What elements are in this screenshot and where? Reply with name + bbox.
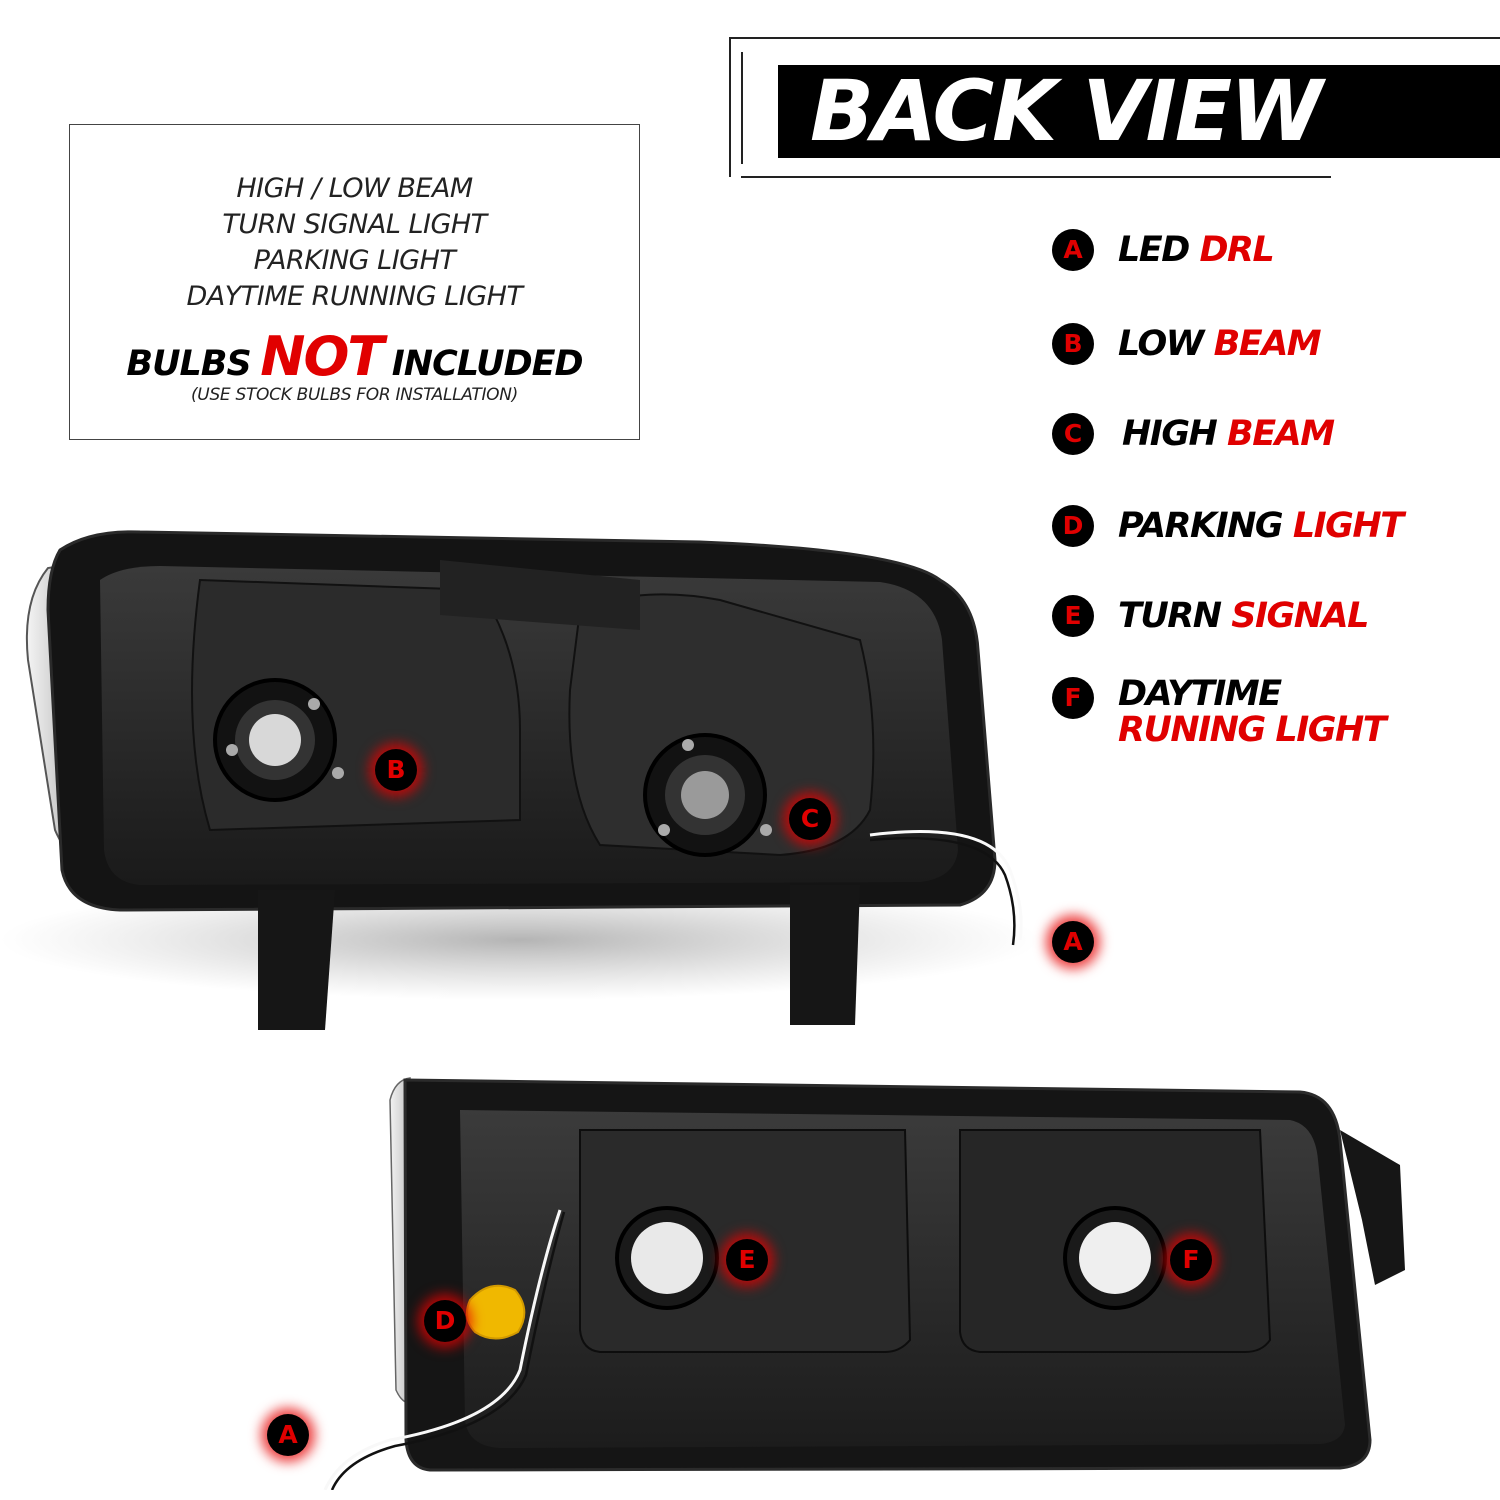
legend-c-red: BEAM bbox=[1227, 414, 1335, 454]
info-line-parking: PARKING LIGHT bbox=[253, 245, 456, 276]
legend-a-black: LED bbox=[1118, 230, 1190, 270]
callout-e-turn-signal: E bbox=[726, 1239, 768, 1281]
info-box: HIGH / LOW BEAM TURN SIGNAL LIGHT PARKIN… bbox=[69, 124, 640, 440]
bulbs-not-included: BULBS NOT INCLUDED bbox=[70, 325, 639, 388]
headlamp-back-photo bbox=[0, 530, 1040, 1030]
legend-item-daytime-running-light-line2: RUNING LIGHT bbox=[1118, 710, 1387, 750]
info-line-turn: TURN SIGNAL LIGHT bbox=[222, 209, 487, 240]
legend-item-high-beam: HIGH BEAM bbox=[1122, 414, 1335, 454]
legend-badge-d: D bbox=[1052, 505, 1094, 547]
callout-a-led-drl-lower: A bbox=[267, 1414, 309, 1456]
legend-item-low-beam: LOW BEAM bbox=[1118, 324, 1322, 364]
legend-a-red: DRL bbox=[1199, 230, 1274, 270]
not-word: NOT bbox=[260, 325, 384, 388]
legend-item-led-drl: LED DRL bbox=[1118, 230, 1275, 270]
legend-e-black: TURN bbox=[1118, 596, 1222, 636]
header-underline bbox=[741, 176, 1331, 178]
legend-badge-e: E bbox=[1052, 595, 1094, 637]
legend-badge-b: B bbox=[1052, 323, 1094, 365]
callout-c-high-beam: C bbox=[789, 798, 831, 840]
stock-bulbs-note: (USE STOCK BULBS FOR INSTALLATION) bbox=[190, 385, 519, 405]
legend-e-red: SIGNAL bbox=[1231, 596, 1369, 636]
included-word: INCLUDED bbox=[391, 344, 584, 384]
callout-f-daytime-running-light: F bbox=[1170, 1239, 1212, 1281]
legend-d-black: PARKING bbox=[1118, 506, 1284, 546]
legend-badge-a: A bbox=[1052, 229, 1094, 271]
callout-d-parking-light: D bbox=[424, 1300, 466, 1342]
legend-c-black: HIGH bbox=[1122, 414, 1218, 454]
legend-item-parking-light: PARKING LIGHT bbox=[1118, 506, 1404, 546]
legend-item-turn-signal: TURN SIGNAL bbox=[1118, 596, 1369, 636]
header-bar bbox=[778, 65, 1500, 158]
legend-b-black: LOW bbox=[1118, 324, 1204, 364]
corner-lamp-back-photo bbox=[323, 1077, 1405, 1490]
callout-b-low-beam: B bbox=[375, 749, 417, 791]
legend-badge-f: F bbox=[1052, 677, 1094, 719]
legend-d-red: LIGHT bbox=[1292, 506, 1404, 546]
legend-item-daytime-running-light-line1: DAYTIME bbox=[1118, 674, 1282, 714]
legend-badge-c: C bbox=[1052, 413, 1094, 455]
header-frame bbox=[729, 37, 1500, 177]
header-frame-inner bbox=[741, 52, 743, 164]
bulbs-word: BULBS bbox=[126, 344, 251, 384]
page-title: BACK VIEW bbox=[810, 62, 1323, 160]
legend-b-red: BEAM bbox=[1213, 324, 1322, 364]
callout-a-led-drl-upper: A bbox=[1052, 921, 1094, 963]
info-line-beam: HIGH / LOW BEAM bbox=[236, 173, 473, 204]
info-line-drl: DAYTIME RUNNING LIGHT bbox=[186, 281, 523, 312]
